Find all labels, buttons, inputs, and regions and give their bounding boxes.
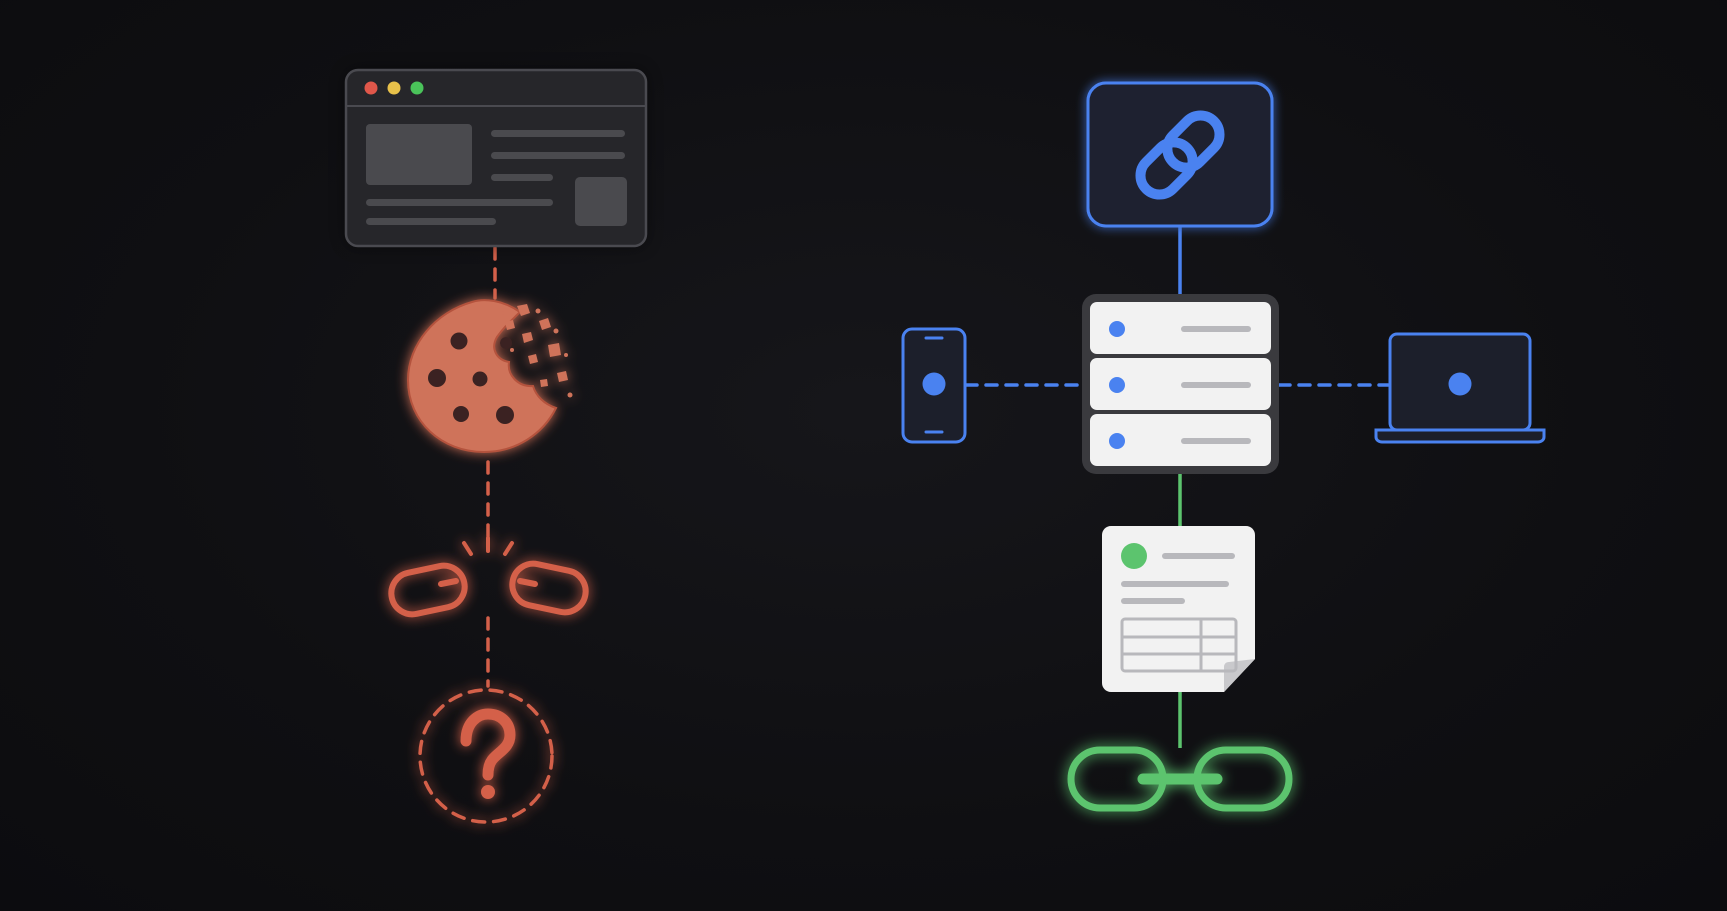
window-minimize-dot <box>387 81 401 95</box>
document-line <box>1121 581 1229 587</box>
browser-window-icon <box>344 68 648 248</box>
server-slot-line <box>1181 438 1251 444</box>
server-led <box>1109 377 1125 393</box>
server-led <box>1109 433 1125 449</box>
server-slot-line <box>1181 382 1251 388</box>
question-mark-icon <box>418 688 554 824</box>
document-icon <box>1102 526 1255 692</box>
cookie-chip <box>428 369 446 387</box>
server-slot-line <box>1181 326 1251 332</box>
document-line <box>1162 553 1235 559</box>
content-thumb-placeholder <box>575 177 627 226</box>
laptop-icon <box>1374 332 1546 444</box>
cookie-chip <box>496 406 514 424</box>
window-close-dot <box>364 81 378 95</box>
cookie-chip <box>450 332 468 350</box>
left-connector-dashes <box>486 246 497 688</box>
content-line <box>491 152 625 159</box>
content-line <box>366 199 553 206</box>
content-image-placeholder <box>366 124 472 185</box>
document-line <box>1121 598 1185 604</box>
left-flow <box>344 68 648 824</box>
server-led <box>1109 321 1125 337</box>
cookie-chip <box>453 406 469 422</box>
cookie-icon <box>406 299 573 454</box>
cookie-chip <box>500 337 512 349</box>
cookie-chip <box>472 371 488 387</box>
content-line <box>366 218 496 225</box>
window-maximize-dot <box>410 81 424 95</box>
document-table <box>1120 617 1238 673</box>
link-icon <box>1067 746 1293 812</box>
content-line <box>491 130 625 137</box>
server-stack-icon <box>1082 294 1279 474</box>
document-status-dot <box>1121 543 1147 569</box>
broken-link-icon <box>388 536 589 618</box>
break-spark <box>462 541 473 556</box>
break-spark <box>503 541 514 556</box>
smartphone-icon <box>901 327 967 444</box>
cookie-crumbs <box>501 304 573 398</box>
right-flow <box>901 81 1546 812</box>
content-line <box>491 174 553 181</box>
link-icon <box>1086 81 1274 228</box>
